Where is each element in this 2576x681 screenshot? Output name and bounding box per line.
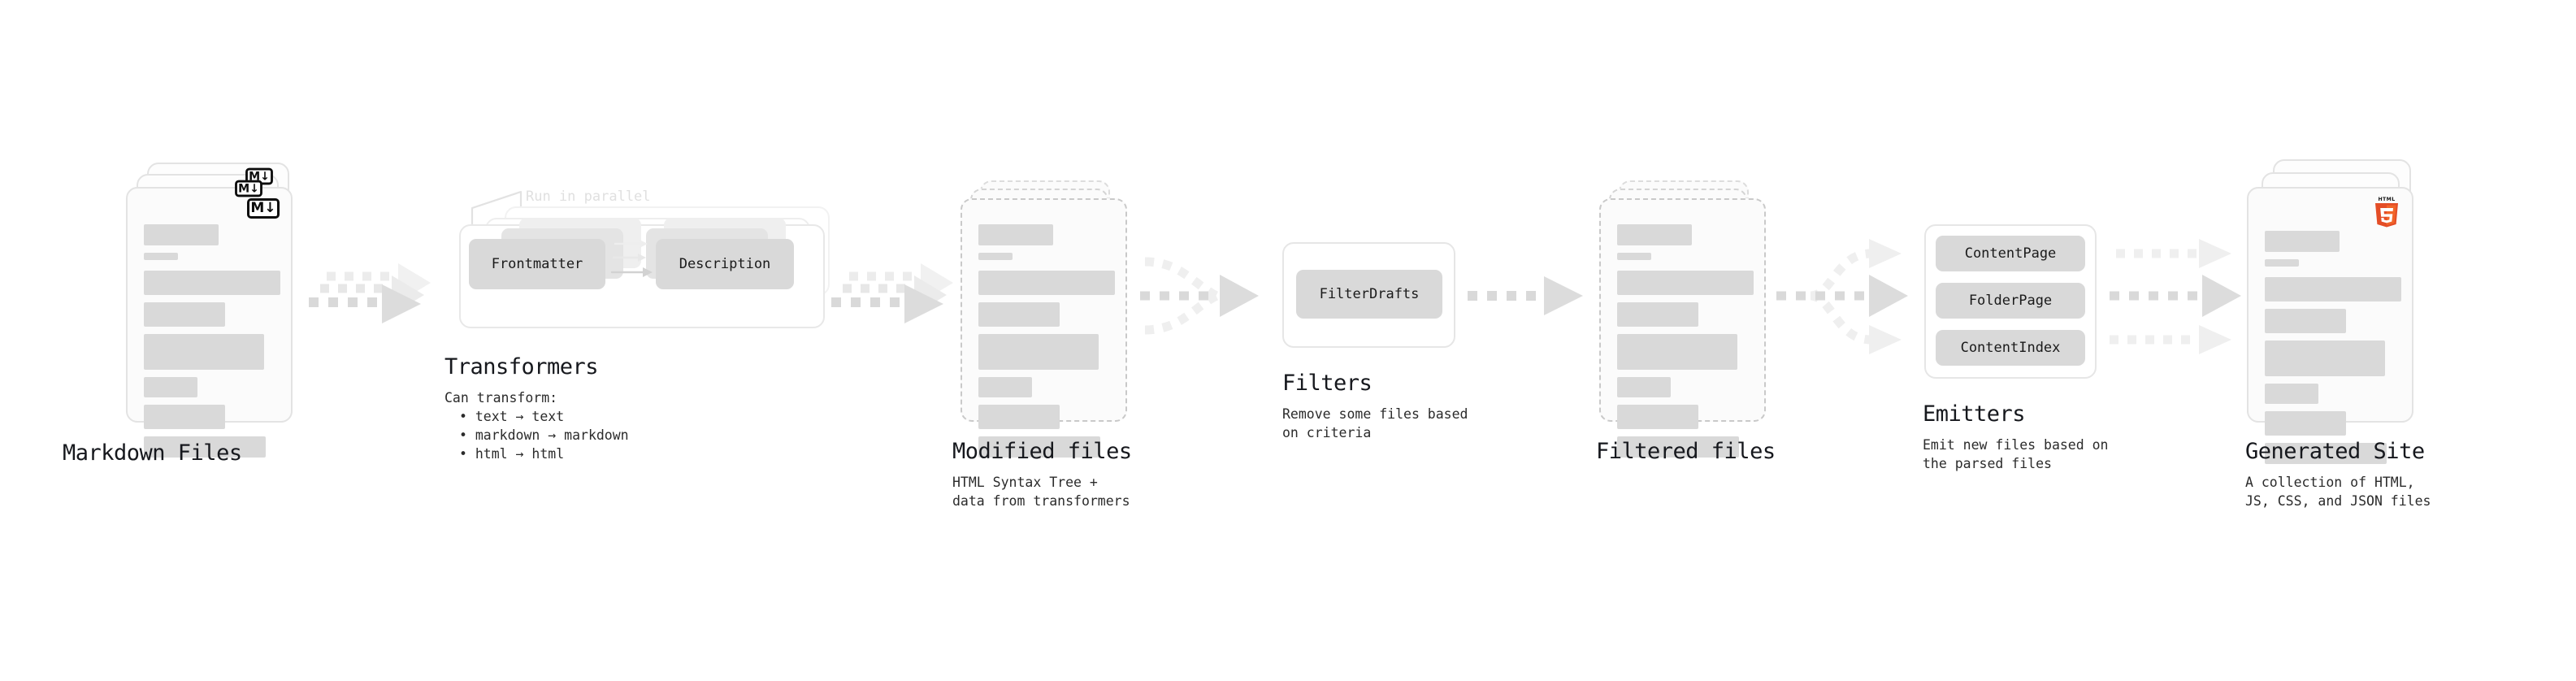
markdown-doc-stack: M↓ M↓ M↓	[126, 163, 297, 458]
stage-title-modified-files: Modified files	[952, 439, 1132, 464]
doc-card-front	[1599, 198, 1766, 458]
transformer-chip-description[interactable]: Description	[656, 239, 794, 289]
stage-title-generated-site: Generated Site	[2245, 439, 2425, 464]
stage-title-emitters: Emitters	[1923, 401, 2026, 427]
generated-doc-stack: CSS HTML	[2247, 159, 2422, 464]
connector-transformers-to-modified	[825, 258, 967, 348]
filters-subtitle: Remove some files based on criteria	[1282, 406, 1468, 440]
svg-text:HTML: HTML	[2378, 197, 2395, 202]
emitter-chip-folderpage[interactable]: FolderPage	[1936, 283, 2085, 319]
stage-markdown-files: M↓ M↓ M↓ Markdown Files	[63, 163, 297, 466]
transformers-bullet-1: • markdown → markdown	[459, 427, 629, 443]
html5-icon: HTML	[2373, 195, 2400, 228]
stage-filtered-files: Filtered files	[1596, 180, 1776, 464]
doc-placeholder-lines	[2265, 231, 2401, 471]
transformers-can-transform-label: Can transform:	[445, 390, 558, 406]
stage-title-filtered-files: Filtered files	[1596, 439, 1776, 464]
doc-placeholder-lines	[1617, 224, 1754, 465]
modified-doc-stack	[961, 180, 1131, 458]
connector-md-to-transformers	[302, 258, 445, 348]
stage-title-filters: Filters	[1282, 371, 1373, 396]
connector-emitters-to-site	[2105, 232, 2267, 371]
stage-title-markdown-files: Markdown Files	[63, 440, 242, 466]
emitter-chip-contentpage[interactable]: ContentPage	[1936, 236, 2085, 271]
markdown-icon: M↓	[247, 198, 280, 219]
doc-placeholder-lines	[978, 224, 1115, 465]
markdown-icon-back-1: M↓	[235, 180, 262, 197]
run-in-parallel-bracket	[471, 190, 523, 234]
transformers-bullet-0: • text → text	[459, 409, 565, 424]
generated-site-subtitle: A collection of HTML, JS, CSS, and JSON …	[2245, 475, 2431, 509]
connector-filters-to-filtered	[1463, 275, 1597, 332]
transformer-inner-arrows	[610, 240, 653, 277]
filtered-doc-stack	[1599, 180, 1770, 458]
stage-title-transformers: Transformers	[445, 354, 599, 380]
run-in-parallel-label: Run in parallel	[526, 189, 651, 205]
stage-generated-site: CSS HTML	[2245, 159, 2431, 509]
connector-filtered-to-emitters	[1770, 232, 1932, 371]
doc-card-front	[961, 198, 1127, 458]
doc-card-front: M↓	[126, 187, 293, 458]
modified-files-subtitle: HTML Syntax Tree + data from transformer…	[952, 475, 1130, 509]
transformers-bullet-2: • html → html	[459, 446, 565, 462]
doc-card-front-html: HTML	[2247, 187, 2413, 464]
stage-modified-files: Modified files HTML Syntax Tree + data f…	[952, 180, 1132, 509]
emitter-chip-contentindex[interactable]: ContentIndex	[1936, 330, 2085, 366]
transformer-chip-frontmatter[interactable]: Frontmatter	[469, 239, 605, 289]
doc-placeholder-lines	[144, 224, 280, 465]
emitters-subtitle: Emit new files based on the parsed files	[1923, 437, 2109, 471]
connector-modified-to-filters	[1132, 244, 1282, 358]
filter-chip-filterdrafts[interactable]: FilterDrafts	[1296, 270, 1442, 319]
